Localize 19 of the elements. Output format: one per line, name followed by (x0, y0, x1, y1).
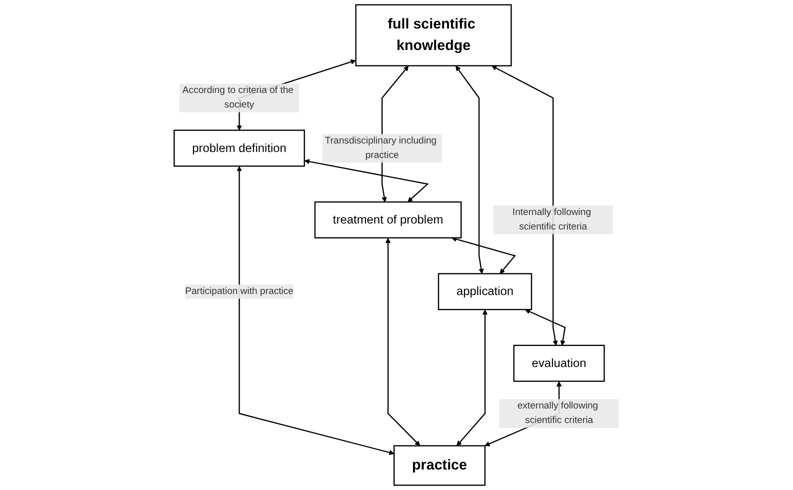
arrow (451, 236, 516, 274)
node-box: practice (393, 445, 486, 486)
node-box: application (438, 273, 532, 310)
arrow (456, 66, 484, 274)
node-box: evaluation (513, 344, 605, 382)
edge-label: externally following scientific criteria (517, 400, 598, 426)
node-box: full scientific knowledge (355, 4, 512, 66)
arrow (236, 166, 394, 456)
arrow (492, 66, 558, 346)
arrow (456, 310, 488, 446)
arrow (304, 158, 429, 202)
edge-label: According to criteria of the society (182, 85, 294, 110)
node-box: treatment of problem (314, 201, 462, 238)
node-box: problem definition (174, 130, 305, 167)
arrow (525, 309, 566, 346)
arrow (385, 238, 420, 446)
edge-label: Participation with practice (185, 286, 294, 296)
edge-label: Transdisciplinary including practice (324, 136, 437, 160)
edge-label: Internally following scientific criteria (512, 207, 592, 232)
